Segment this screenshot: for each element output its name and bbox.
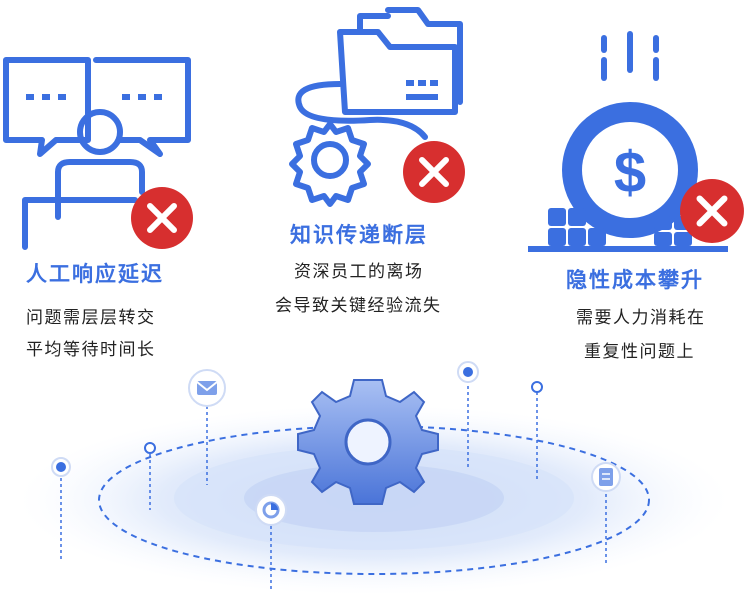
- card-title-response-delay: 人工响应延迟: [26, 262, 164, 286]
- svg-text:$: $: [614, 140, 646, 205]
- gear-icon: [297, 379, 439, 505]
- error-x-icon: [130, 186, 194, 254]
- card-desc-line-1: 问题需层层转交: [26, 308, 156, 328]
- support-agent-icon: [0, 52, 200, 252]
- mail-icon: [188, 369, 226, 407]
- card-title-hidden-cost: 隐性成本攀升: [566, 268, 704, 292]
- location-pin-icon: [51, 457, 71, 477]
- card-desc-line-2: 平均等待时间长: [26, 340, 156, 360]
- coin-cost-icon: $: [520, 30, 740, 255]
- card-desc-line-2: 重复性问题上: [584, 342, 695, 362]
- document-icon: [591, 462, 621, 492]
- error-x-icon: [679, 178, 745, 248]
- target-icon: [457, 361, 479, 383]
- card-desc-line-2: 会导致关键经验流失: [275, 296, 442, 316]
- card-title-knowledge-gap: 知识传递断层: [290, 223, 428, 247]
- platform-illustration: [0, 350, 749, 600]
- card-desc-line-1: 需要人力消耗在: [576, 308, 706, 328]
- folder-gear-icon: [260, 2, 475, 207]
- chart-icon: [255, 494, 287, 526]
- error-x-icon: [402, 140, 466, 208]
- card-desc-line-1: 资深员工的离场: [294, 262, 424, 282]
